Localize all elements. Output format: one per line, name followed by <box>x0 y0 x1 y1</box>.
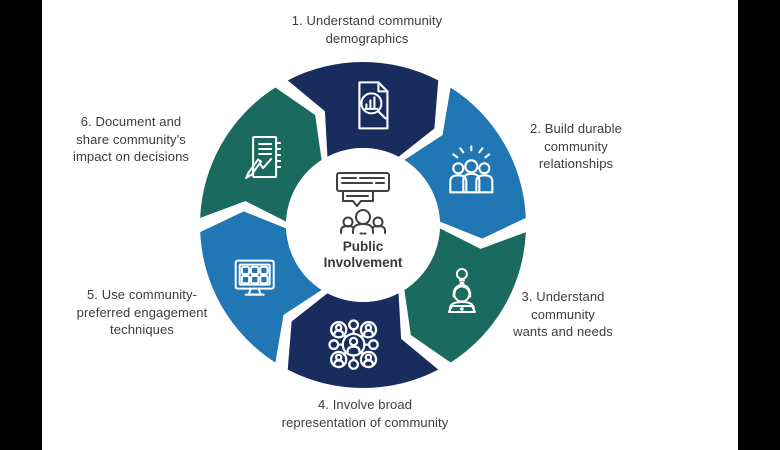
segment-3-label: 3. Understand community wants and needs <box>443 288 683 341</box>
segment-6-label-line: 6. Document and <box>80 114 182 129</box>
checklist-pen-icon <box>245 136 282 180</box>
segment-2-label-line: 2. Build durable <box>530 121 622 136</box>
segment-6-label-line: impact on decisions <box>72 149 190 164</box>
segment-5-label-line: preferred engagement <box>76 304 208 320</box>
dialogue-bubbles-icon <box>336 172 390 207</box>
segment-5-label-line: techniques <box>110 322 174 337</box>
segment-6-label-line: share community's <box>76 131 186 147</box>
network-people-icon <box>328 319 379 370</box>
segment-4-label-line: 4. Involve broad <box>317 397 413 412</box>
monitor-apps-icon <box>234 259 275 296</box>
person-laptop-idea-icon <box>447 267 476 313</box>
letterbox-right <box>738 0 780 450</box>
segment-5 <box>200 211 322 363</box>
segment-1-label-line: demographics <box>325 30 409 46</box>
segment-4-label-line: representation of community <box>281 414 449 430</box>
center-title-line-1: Public <box>342 239 384 254</box>
center-title-line-2: Involvement <box>323 254 403 270</box>
people-group-icon <box>340 209 386 235</box>
segment-1-label-line: 1. Understand community <box>291 13 443 28</box>
segment-3-label-line: 3. Understand <box>521 289 605 304</box>
segment-5-label-line: 5. Use community- <box>86 287 198 302</box>
segment-3-label-line: community <box>531 306 595 322</box>
center-title: Public Involvement <box>283 239 443 270</box>
center-icon-group <box>336 172 390 235</box>
segment-5-label: 5. Use community-preferred engagement tec… <box>22 286 262 339</box>
segment-4-label: 4. Involve broad representation of commun… <box>245 396 485 431</box>
segment-2-label-line: community <box>544 138 608 154</box>
segment-3 <box>404 228 526 363</box>
segment-1-label: 1. Understand community demographics <box>247 12 487 47</box>
community-people-icon <box>449 145 494 194</box>
segment-2-label: 2. Build durable community relationships <box>456 120 696 173</box>
letterbox-left <box>0 0 42 450</box>
segment-2-label-line: relationships <box>538 156 614 171</box>
report-analysis-icon <box>358 81 389 130</box>
segment-3-label-line: wants and needs <box>513 324 613 339</box>
segment-6-label: 6. Document and share community's impact o… <box>11 113 251 166</box>
